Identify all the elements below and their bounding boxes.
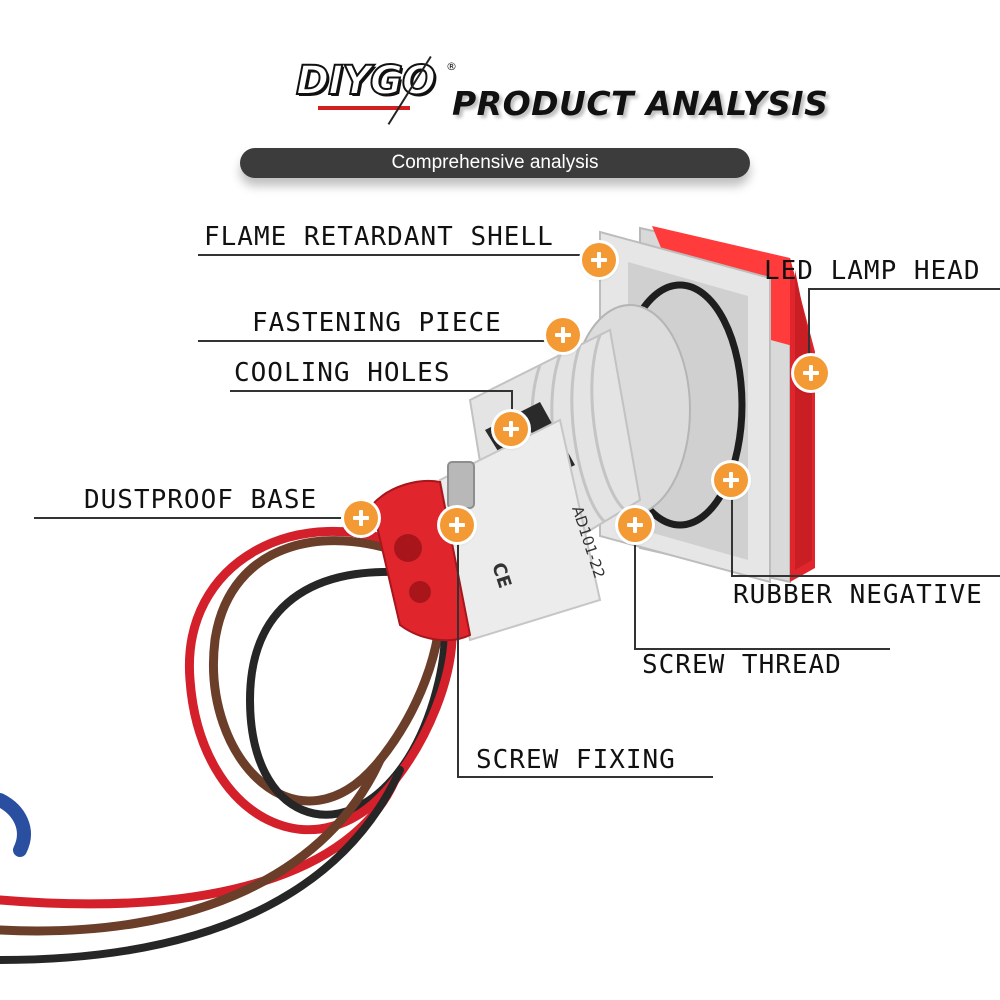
label-fastening-piece: FASTENING PIECE	[252, 308, 502, 338]
leader-led-lamp-head-h	[808, 288, 1000, 290]
leader-cooling-holes-v	[511, 390, 513, 414]
label-screw-fixing: SCREW FIXING	[476, 745, 676, 775]
wire-hole-1	[394, 534, 422, 562]
leader-rubber-negative-h	[731, 575, 1000, 577]
leader-screw-thread-h	[634, 648, 890, 650]
label-led-lamp-head: LED LAMP HEAD	[764, 256, 981, 286]
led-head-face	[795, 270, 812, 570]
subtitle-banner: Comprehensive analysis	[240, 148, 750, 178]
wire-bundle	[0, 527, 457, 964]
wire-hole-2	[409, 581, 431, 603]
plus-marker-icon[interactable]	[582, 243, 616, 277]
wire-brown-tail	[0, 755, 385, 936]
plus-marker-icon[interactable]	[794, 356, 828, 390]
plus-marker-icon[interactable]	[440, 508, 474, 542]
label-cooling-holes: COOLING HOLES	[234, 358, 451, 388]
plus-marker-icon[interactable]	[546, 318, 580, 352]
registered-mark: ®	[446, 60, 457, 73]
wire-black-tail	[0, 766, 404, 964]
wire-red	[184, 527, 457, 835]
plus-marker-icon[interactable]	[714, 463, 748, 497]
brand-underline	[318, 106, 410, 110]
leader-dustproof-base	[34, 517, 346, 519]
leader-screw-fixing-v	[457, 540, 459, 776]
label-rubber-negative: RUBBER NEGATIVE	[733, 580, 983, 610]
label-flame-retardant-shell: FLAME RETARDANT SHELL	[204, 222, 554, 252]
terminal-screw	[447, 461, 475, 509]
page-title: PRODUCT ANALYSIS	[452, 84, 829, 123]
plus-marker-icon[interactable]	[494, 412, 528, 446]
leader-cooling-holes-h	[230, 390, 512, 392]
plus-marker-icon[interactable]	[344, 501, 378, 535]
wire-brown	[209, 536, 445, 806]
leader-rubber-negative-v	[731, 495, 733, 575]
wire-blue-tail	[0, 793, 31, 857]
label-dustproof-base: DUSTPROOF BASE	[84, 485, 318, 515]
leader-fastening-piece	[198, 340, 548, 342]
plus-marker-icon[interactable]	[618, 508, 652, 542]
subtitle-text: Comprehensive analysis	[391, 152, 599, 173]
leader-flame-retardant-shell	[198, 254, 580, 256]
leader-led-lamp-head-v	[808, 288, 810, 366]
leader-screw-thread-v	[634, 540, 636, 648]
label-screw-thread: SCREW THREAD	[642, 650, 842, 680]
leader-screw-fixing-h	[457, 776, 713, 778]
